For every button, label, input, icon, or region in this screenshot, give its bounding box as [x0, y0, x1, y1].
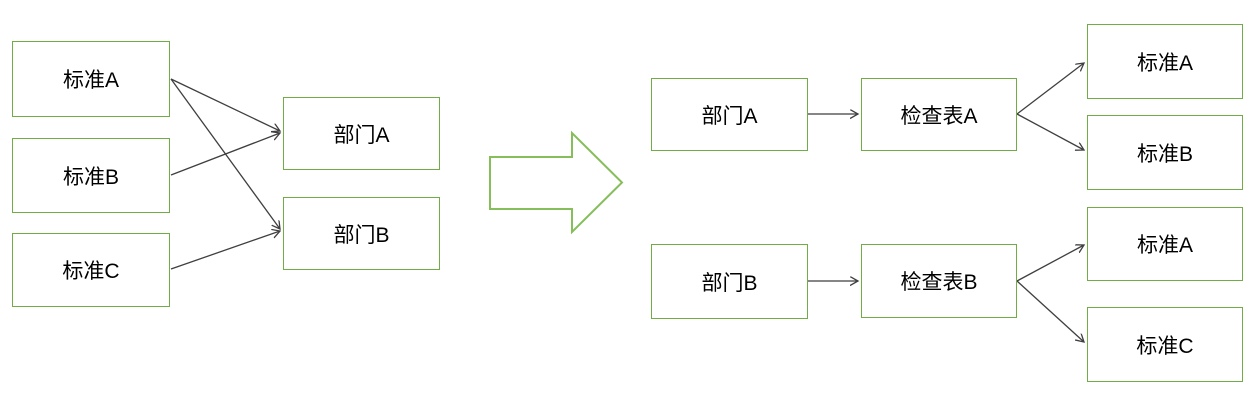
connector-chkB-stdC [1016, 280, 1084, 342]
node-department-a-right: 部门A [651, 78, 808, 151]
node-label: 检查表A [900, 104, 978, 128]
node-label: 标准C [62, 260, 120, 283]
node-department-b-left: 部门B [283, 197, 440, 270]
node-label: 标准B [62, 165, 119, 189]
node-label: 标准A [62, 69, 119, 92]
node-department-a-left: 部门A [283, 97, 440, 170]
node-label: 标准B [1136, 142, 1193, 166]
node-label: 标准A [1136, 234, 1193, 257]
node-department-b-right: 部门B [651, 244, 808, 319]
node-checklist-a: 检查表A [861, 78, 1017, 151]
node-checklist-b: 检查表B [861, 244, 1017, 318]
node-standard-a-top-right: 标准A [1087, 24, 1243, 99]
node-label: 部门A [333, 123, 390, 147]
node-label: 部门B [333, 223, 390, 247]
node-label: 标准C [1136, 334, 1194, 358]
node-standard-b-left: 标准B [12, 138, 170, 213]
connector-stdC-deptB [170, 231, 280, 270]
node-standard-a-mid-right: 标准A [1087, 207, 1243, 281]
node-label: 部门B [701, 271, 758, 295]
connector-chkA-stdA [1016, 63, 1084, 115]
connector-stdA-deptB [170, 78, 280, 229]
connector-chkB-stdA [1016, 245, 1084, 282]
node-label: 检查表B [900, 271, 978, 294]
node-standard-c-left: 标准C [12, 233, 170, 307]
node-standard-b-right: 标准B [1087, 115, 1243, 190]
connector-chkA-stdB [1016, 113, 1084, 150]
node-label: 部门A [701, 104, 758, 128]
node-standard-a-left: 标准A [12, 41, 170, 117]
transform-block-arrow-icon [489, 130, 624, 235]
node-standard-c-right: 标准C [1087, 307, 1243, 382]
connector-stdA-deptA [170, 78, 280, 131]
node-label: 标准A [1136, 51, 1193, 75]
